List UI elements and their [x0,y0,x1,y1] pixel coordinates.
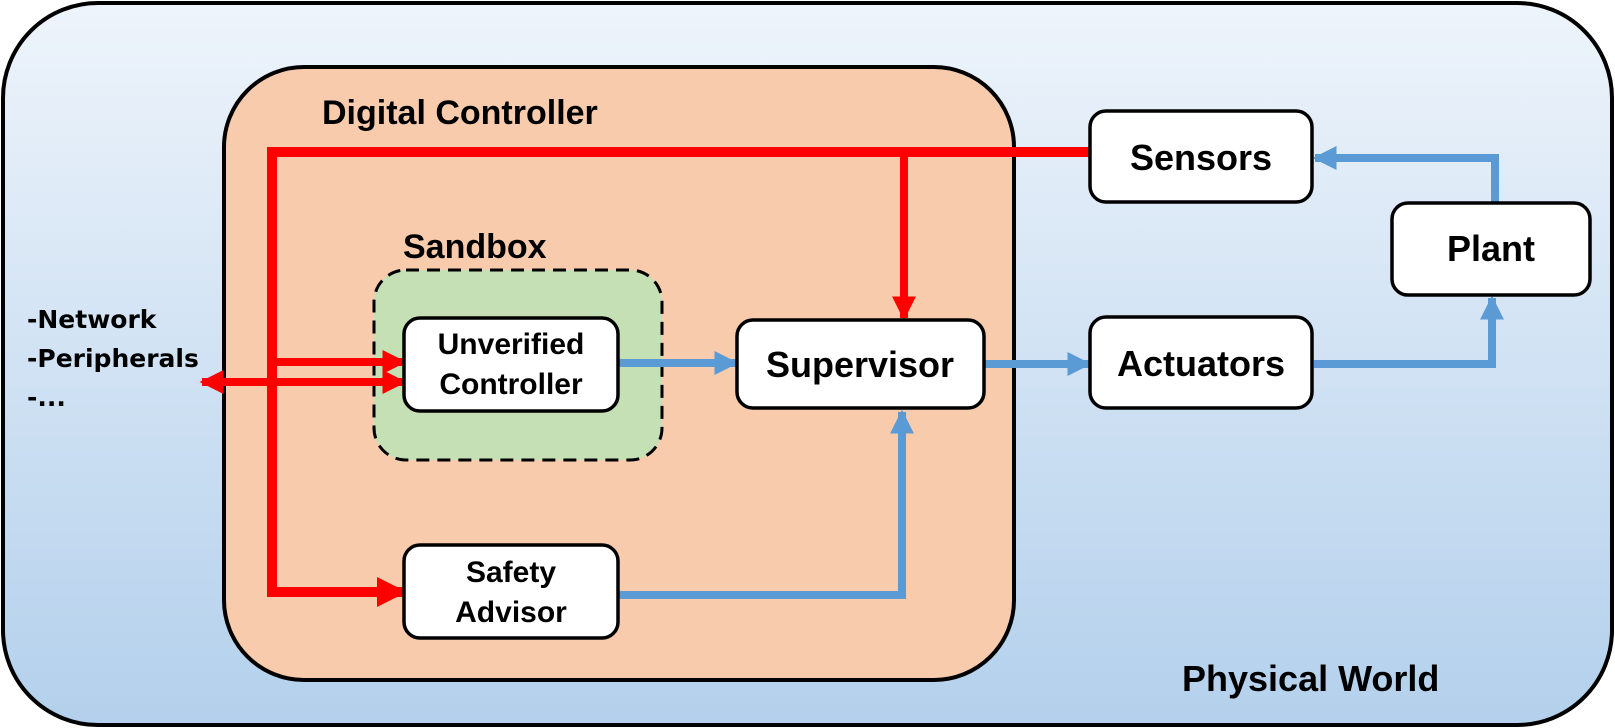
actuators-label: Actuators [1117,343,1285,384]
safety-advisor-label-line1: Safety [466,556,556,589]
supervisor-label: Supervisor [766,344,954,385]
node-safety-advisor[interactable]: Safety Advisor [402,543,620,640]
external-input-other: -... [27,383,66,412]
sensors-label: Sensors [1130,137,1272,178]
red-signal-lines [199,147,1090,607]
node-actuators[interactable]: Actuators [1088,315,1314,410]
node-supervisor[interactable]: Supervisor [735,318,986,410]
safety-advisor-to-supervisor-line [618,409,914,599]
external-input-peripherals: -Peripherals [27,344,199,373]
node-unverified-controller[interactable]: Unverified Controller [402,316,620,413]
blue-signal-lines [618,146,1504,599]
actuators-to-plant-line [1314,295,1504,368]
external-input-network: -Network [27,305,158,334]
unverified-controller-label-line2: Controller [439,368,583,401]
safety-advisor-label-line2: Advisor [455,596,567,629]
plant-label: Plant [1447,228,1535,269]
plant-to-sensors-line [1312,146,1499,204]
digital-controller-title: Digital Controller [322,94,598,132]
physical-world-title: Physical World [1182,658,1439,699]
node-sensors[interactable]: Sensors [1088,109,1314,204]
node-plant[interactable]: Plant [1390,201,1592,297]
unverified-controller-label-line1: Unverified [438,328,585,361]
sandbox-title: Sandbox [403,228,547,266]
